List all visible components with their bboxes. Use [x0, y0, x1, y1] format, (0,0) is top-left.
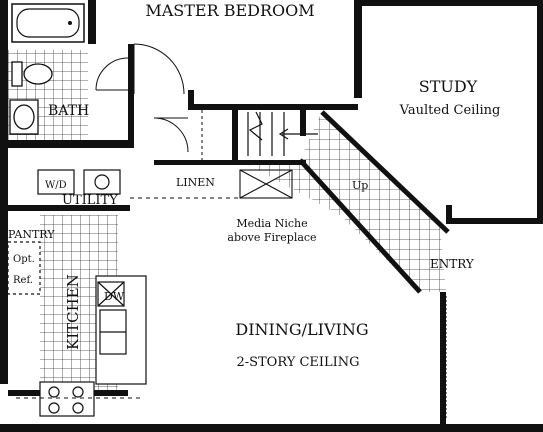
kitchen-label: KITCHEN: [64, 274, 82, 350]
wall-study-jamb: [446, 205, 452, 224]
opt-ref-line1: Opt.: [13, 254, 35, 265]
utility-label: UTILITY: [62, 193, 118, 208]
master-bedroom-label: MASTER BEDROOM: [145, 1, 314, 20]
bathtub: [11, 3, 85, 43]
wall-west-upper: [0, 0, 8, 165]
wall-entry: [440, 292, 446, 424]
wall-utility-bottom: [8, 205, 130, 211]
wall-south: [0, 424, 543, 432]
dashed-boundaries: [16, 197, 240, 399]
stair: [247, 111, 318, 156]
wall-linen-bottom: [154, 160, 306, 165]
study-note: Vaulted Ceiling: [399, 103, 501, 118]
bath-label: BATH: [48, 103, 89, 119]
media-niche: [239, 169, 293, 199]
wall-stair-mid: [300, 104, 306, 136]
toilet: [11, 61, 53, 87]
wall-bath-closet: [128, 44, 134, 148]
linen-label: LINEN: [176, 176, 215, 189]
media-line2: above Fireplace: [227, 231, 316, 244]
pantry-label: PANTRY: [8, 228, 55, 241]
dw-label: DW: [104, 290, 125, 303]
stair-tile: [240, 112, 446, 292]
wall-corridor: [188, 104, 358, 110]
range: [39, 381, 95, 417]
wall-study-left: [354, 0, 362, 98]
doors: [95, 43, 447, 420]
wall-stair-left: [232, 104, 238, 162]
media-line1: Media Niche: [236, 217, 307, 230]
labels: MASTER BEDROOM STUDY Vaulted Ceiling BAT…: [8, 1, 500, 370]
wd-label: W/D: [45, 180, 67, 191]
kitchen-fixtures: [39, 275, 147, 417]
opt-ref-line2: Ref.: [13, 275, 33, 286]
wall-west-lower: [0, 160, 8, 384]
diagonal-walls: [298, 110, 450, 294]
fridge-box: [7, 241, 41, 295]
stair-up-label: Up: [352, 179, 368, 192]
wall-door-jamb: [188, 90, 194, 110]
wall-bath-bottom: [0, 140, 134, 148]
wall-study-bottom: [446, 218, 543, 224]
wall-bath-top: [88, 0, 96, 44]
entry-label: ENTRY: [430, 257, 475, 271]
study-label: STUDY: [419, 77, 478, 96]
dining-living-label: DINING/LIVING: [235, 320, 368, 339]
utility-appliances: [37, 169, 121, 195]
wall-study-top: [354, 0, 543, 6]
wall-study-right: [537, 0, 543, 224]
bath-sink: [9, 99, 39, 135]
ceiling-note: 2-STORY CEILING: [236, 355, 359, 370]
